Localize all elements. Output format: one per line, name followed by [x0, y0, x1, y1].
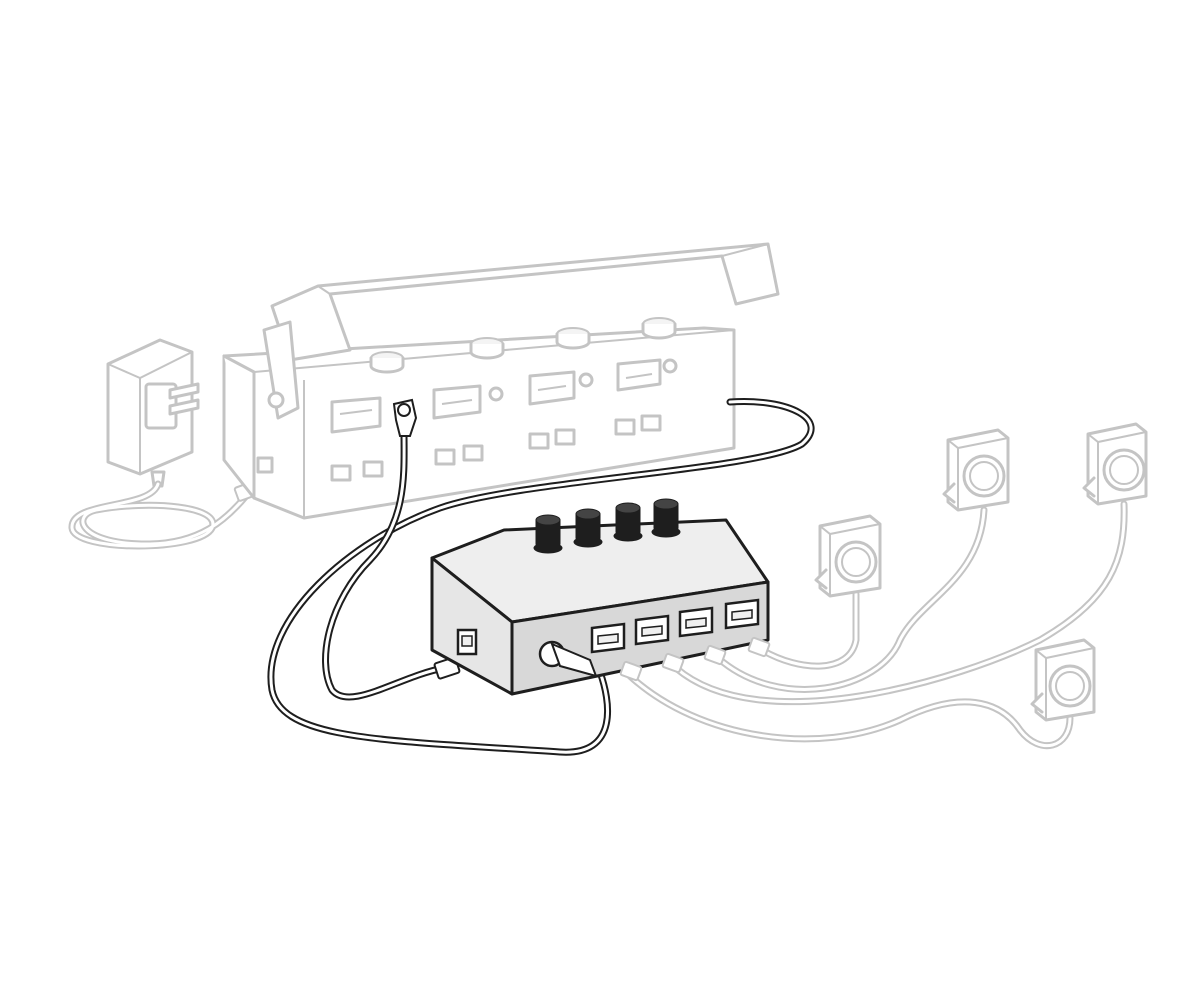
speaker-cables — [619, 500, 1128, 750]
four-channel-hub-icon — [430, 498, 770, 696]
lighting-control-unit-icon — [222, 242, 780, 520]
knob-4-icon — [651, 498, 681, 538]
knob-1-icon — [533, 514, 563, 554]
output-port-3 — [678, 606, 714, 638]
speaker-2-icon — [942, 428, 1010, 512]
output-port-1 — [590, 622, 626, 654]
speaker-1-icon — [814, 514, 882, 598]
knob-3-icon — [613, 502, 643, 542]
hub-input-cable — [267, 398, 815, 756]
dc-power-jack — [538, 640, 598, 678]
adapter-cable — [68, 480, 261, 550]
output-port-4 — [724, 598, 760, 630]
speaker-4-icon — [1030, 638, 1096, 722]
power-adapter-icon — [106, 338, 200, 488]
hub-link-cable — [322, 398, 461, 701]
knob-2-icon — [573, 508, 603, 548]
speaker-3-icon — [1082, 422, 1148, 506]
output-port-2 — [634, 614, 670, 646]
